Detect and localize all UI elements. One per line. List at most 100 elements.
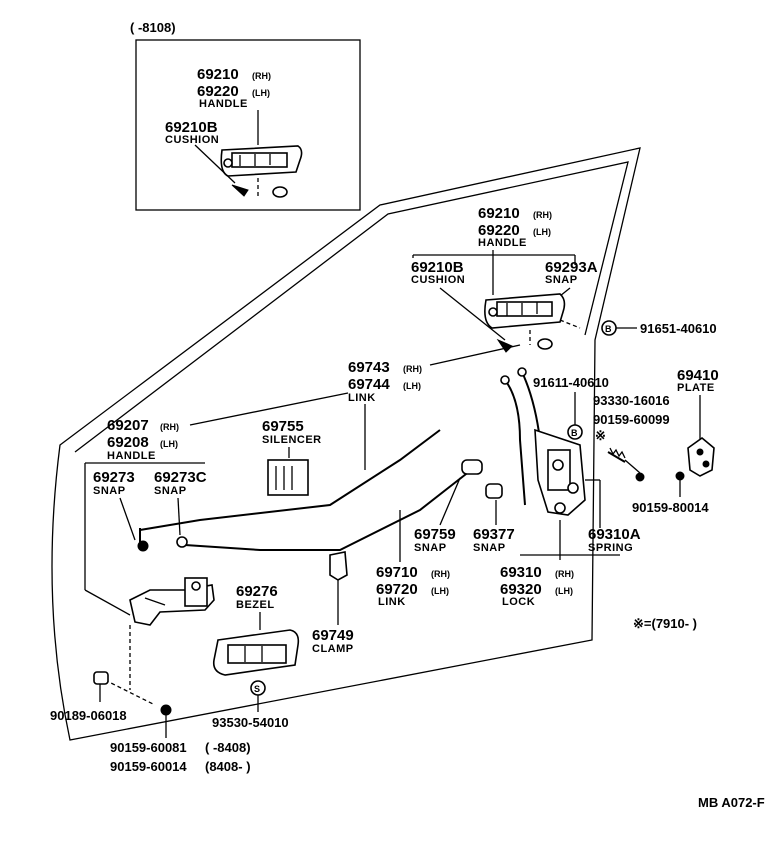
silencer-pn: 69755 xyxy=(262,418,304,435)
cushion-pn: 69210B xyxy=(411,259,464,276)
screw-90189-pn: 90189-06018 xyxy=(50,708,127,723)
spring-pn: 69310A xyxy=(588,526,641,543)
ref-91611-symbol-icon xyxy=(567,424,583,440)
link-69710-group: 69710 (RH) 69720 (LH) LINK xyxy=(376,510,450,608)
silencer-name: SILENCER xyxy=(262,434,322,446)
lock-rh-pn: 69310 xyxy=(500,564,542,581)
plate-name: PLATE xyxy=(677,382,715,394)
inner-handle-name: HANDLE xyxy=(107,450,156,462)
inset-screw-icon xyxy=(231,184,249,197)
link-69743-rh-pn: 69743 xyxy=(348,359,390,376)
link-69743-rh-side: (RH) xyxy=(403,364,422,374)
link-69710-lh-side: (LH) xyxy=(431,586,449,596)
inner-handle-group: 69207 (RH) 69208 (LH) HANDLE xyxy=(84,392,349,706)
snap-69377-part xyxy=(485,483,503,499)
inset-handle-lh-pn: 69220 xyxy=(197,83,239,100)
bolt-90159-80014-pn: 90159-80014 xyxy=(632,500,709,515)
outer-handle-rh-pn: 69210 xyxy=(478,205,520,222)
lock-rod-1 xyxy=(504,379,526,506)
plate-pn: 69410 xyxy=(677,367,719,384)
lock-name: LOCK xyxy=(502,596,535,608)
outer-handle-part xyxy=(484,293,566,329)
ref-91611-symbol: B xyxy=(571,428,578,438)
ref-91611-pn: 91611-40610 xyxy=(533,375,609,390)
snap-69759-pn: 69759 xyxy=(414,526,456,543)
clamp-pn: 69749 xyxy=(312,627,354,644)
snap-69293a-name: SNAP xyxy=(545,274,578,286)
outer-handle-lh-side: (LH) xyxy=(533,227,551,237)
inset-box: ( -8108) 69210 (RH) 69220 (LH) HANDLE 69… xyxy=(130,20,361,211)
cushion-name: CUSHION xyxy=(411,274,465,286)
outer-handle-rh-side: (RH) xyxy=(533,210,552,220)
ref-91651-pn: 91651-40610 xyxy=(640,321,717,336)
plate-group: 69410 PLATE 93330-16016 90159-60099 ※ 90… xyxy=(593,367,719,515)
lock-lh-pn: 69320 xyxy=(500,581,542,598)
door-outline xyxy=(51,147,641,741)
bolt-93330-pn: 93330-16016 xyxy=(593,393,670,408)
snap-69273-group: 69273 SNAP 69273C SNAP xyxy=(93,469,207,552)
screw-90159-60081-date: ( -8408) xyxy=(205,740,251,755)
lock-assembly: 91611-40610 B xyxy=(500,367,626,528)
snap-69273-name: SNAP xyxy=(93,485,126,497)
snap-69759-name: SNAP xyxy=(414,542,447,554)
snap-69273-icon xyxy=(137,540,149,552)
inner-handle-part xyxy=(129,577,215,626)
inner-handle-rh-side: (RH) xyxy=(160,422,179,432)
bolt-90159-60099-mark: ※ xyxy=(595,428,606,443)
link-69710-name: LINK xyxy=(378,596,406,608)
clamp-part xyxy=(329,551,348,581)
link-69710-rh-side: (RH) xyxy=(431,569,450,579)
bolt-90159-60099-pn: 90159-60099 xyxy=(593,412,670,427)
screw-90159-60081-pn: 90159-60081 xyxy=(110,740,187,755)
date-note: ※=(7910- ) xyxy=(633,616,697,631)
inset-handle-rh-side: (RH) xyxy=(252,71,271,81)
clamp-group: 69749 CLAMP xyxy=(312,551,354,655)
bolt-80014-icon xyxy=(675,471,685,481)
inner-handle-lh-pn: 69208 xyxy=(107,434,149,451)
lock-lh-side: (LH) xyxy=(555,586,573,596)
inset-handle-name: HANDLE xyxy=(199,98,248,110)
plate-part xyxy=(687,436,715,477)
bezel-group: 69276 BEZEL S 93530-54010 xyxy=(212,583,300,730)
snap-69377-pn: 69377 xyxy=(473,526,515,543)
screw-90159-60014-date: (8408- ) xyxy=(205,759,251,774)
screw-90159-60081-icon xyxy=(160,704,172,716)
snap-69377-name: SNAP xyxy=(473,542,506,554)
bezel-pn: 69276 xyxy=(236,583,278,600)
link-69710-rh-pn: 69710 xyxy=(376,564,418,581)
cushion-screw-icon xyxy=(496,338,513,353)
silencer-group: 69755 SILENCER xyxy=(262,418,322,496)
inset-handle-lh-side: (LH) xyxy=(252,88,270,98)
lock-labels-group: 69759 SNAP 69377 SNAP 69310A SPRING 6931… xyxy=(414,477,641,608)
snap-69273c-name: SNAP xyxy=(154,485,187,497)
inset-frame xyxy=(135,39,361,211)
outer-handle-lh-pn: 69220 xyxy=(478,222,520,239)
bottom-screws: 90189-06018 90159-60081 ( -8408) 90159-6… xyxy=(50,671,251,774)
ref-91651-symbol: B xyxy=(605,324,612,334)
inner-handle-rh-pn: 69207 xyxy=(107,417,149,434)
snap-69759-part xyxy=(461,459,483,475)
snap-69273-pn: 69273 xyxy=(93,469,135,486)
outer-handle-group: 69210 (RH) 69220 (LH) HANDLE 69210B CUSH… xyxy=(411,205,717,353)
snap-69273c-icon xyxy=(176,536,188,548)
link-rod-lower xyxy=(184,466,476,551)
screw-90189-icon xyxy=(93,671,109,685)
inset-handle-part xyxy=(220,145,303,177)
spring-icon xyxy=(607,451,626,463)
screw-93530-symbol: S xyxy=(254,684,260,694)
inner-handle-lh-side: (LH) xyxy=(160,439,178,449)
inset-cushion-pn: 69210B xyxy=(165,119,218,136)
link-69710-lh-pn: 69720 xyxy=(376,581,418,598)
outer-handle-name: HANDLE xyxy=(478,237,527,249)
link-69743-name: LINK xyxy=(348,392,376,404)
diagram-code: MB A072-F xyxy=(698,795,765,810)
inset-date-range: ( -8108) xyxy=(130,20,176,35)
outer-handle-nut-icon xyxy=(537,338,553,350)
clamp-name: CLAMP xyxy=(312,643,354,655)
inset-cushion-name: CUSHION xyxy=(165,134,219,146)
inset-nut-icon xyxy=(272,186,288,198)
snap-69273c-pn: 69273C xyxy=(154,469,207,486)
link-69743-lh-side: (LH) xyxy=(403,381,421,391)
inset-handle-rh-pn: 69210 xyxy=(197,66,239,83)
